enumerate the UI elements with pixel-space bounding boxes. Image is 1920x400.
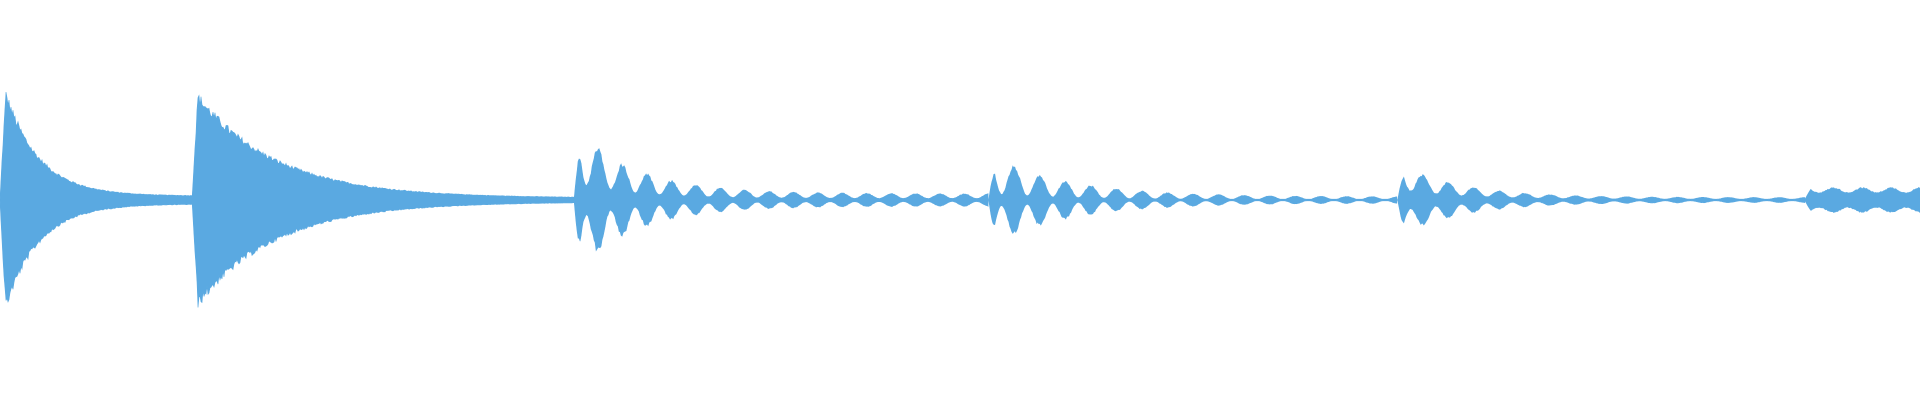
waveform-segment-5 [1397, 174, 1806, 226]
waveform-segment-3 [573, 148, 989, 252]
waveform-segment-6 [1804, 187, 1920, 214]
waveform-segment-4 [988, 165, 1398, 234]
waveform-segment-1 [0, 91, 193, 303]
waveform-segment-2 [191, 94, 575, 308]
waveform-segments [0, 91, 1920, 308]
